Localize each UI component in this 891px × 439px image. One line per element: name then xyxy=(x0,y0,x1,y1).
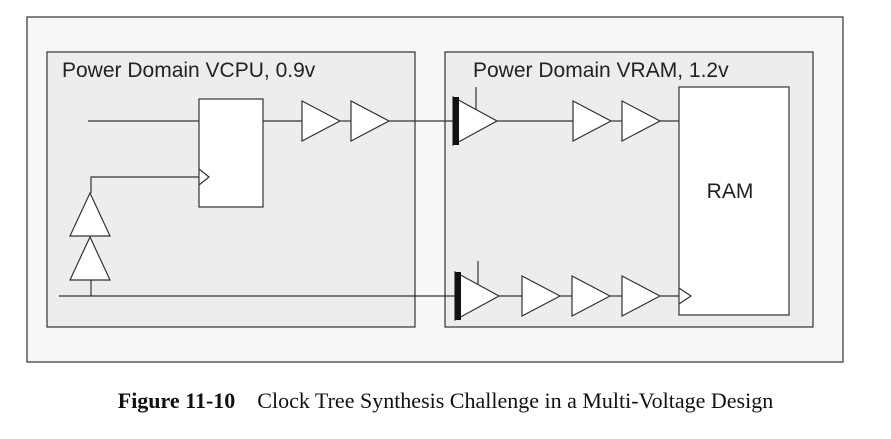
ram-block xyxy=(678,86,790,316)
clock-tree-diagram: Power Domain VCPU, 0.9v Power Domain VRA… xyxy=(26,16,844,363)
buffer-top-1 xyxy=(301,100,342,142)
ram-label: RAM xyxy=(707,180,754,203)
buffer-top-3 xyxy=(572,100,613,142)
buffer-bottom-3 xyxy=(621,275,662,317)
power-domain-vcpu-label: Power Domain VCPU, 0.9v xyxy=(62,59,316,82)
power-domain-vram-label: Power Domain VRAM, 1.2v xyxy=(473,59,729,82)
level-shifter-top-bar xyxy=(453,97,459,145)
figure-title: Clock Tree Synthesis Challenge in a Mult… xyxy=(257,388,774,413)
flip-flop xyxy=(198,98,264,208)
buffer-bottom-2 xyxy=(571,275,612,317)
flip-flop-clock-notch xyxy=(198,168,210,186)
buffer-top-4 xyxy=(621,100,662,142)
figure-caption: Figure 11-10 Clock Tree Synthesis Challen… xyxy=(0,388,891,414)
ram-clock-notch xyxy=(678,287,693,305)
buffer-top-2 xyxy=(350,100,391,142)
clock-to-ff-wire xyxy=(90,176,199,193)
level-shifter-bottom-bar xyxy=(455,272,461,320)
figure-number: Figure 11-10 xyxy=(117,388,236,413)
clock-buffer-lower xyxy=(69,235,111,281)
buffer-bottom-1 xyxy=(521,275,562,317)
